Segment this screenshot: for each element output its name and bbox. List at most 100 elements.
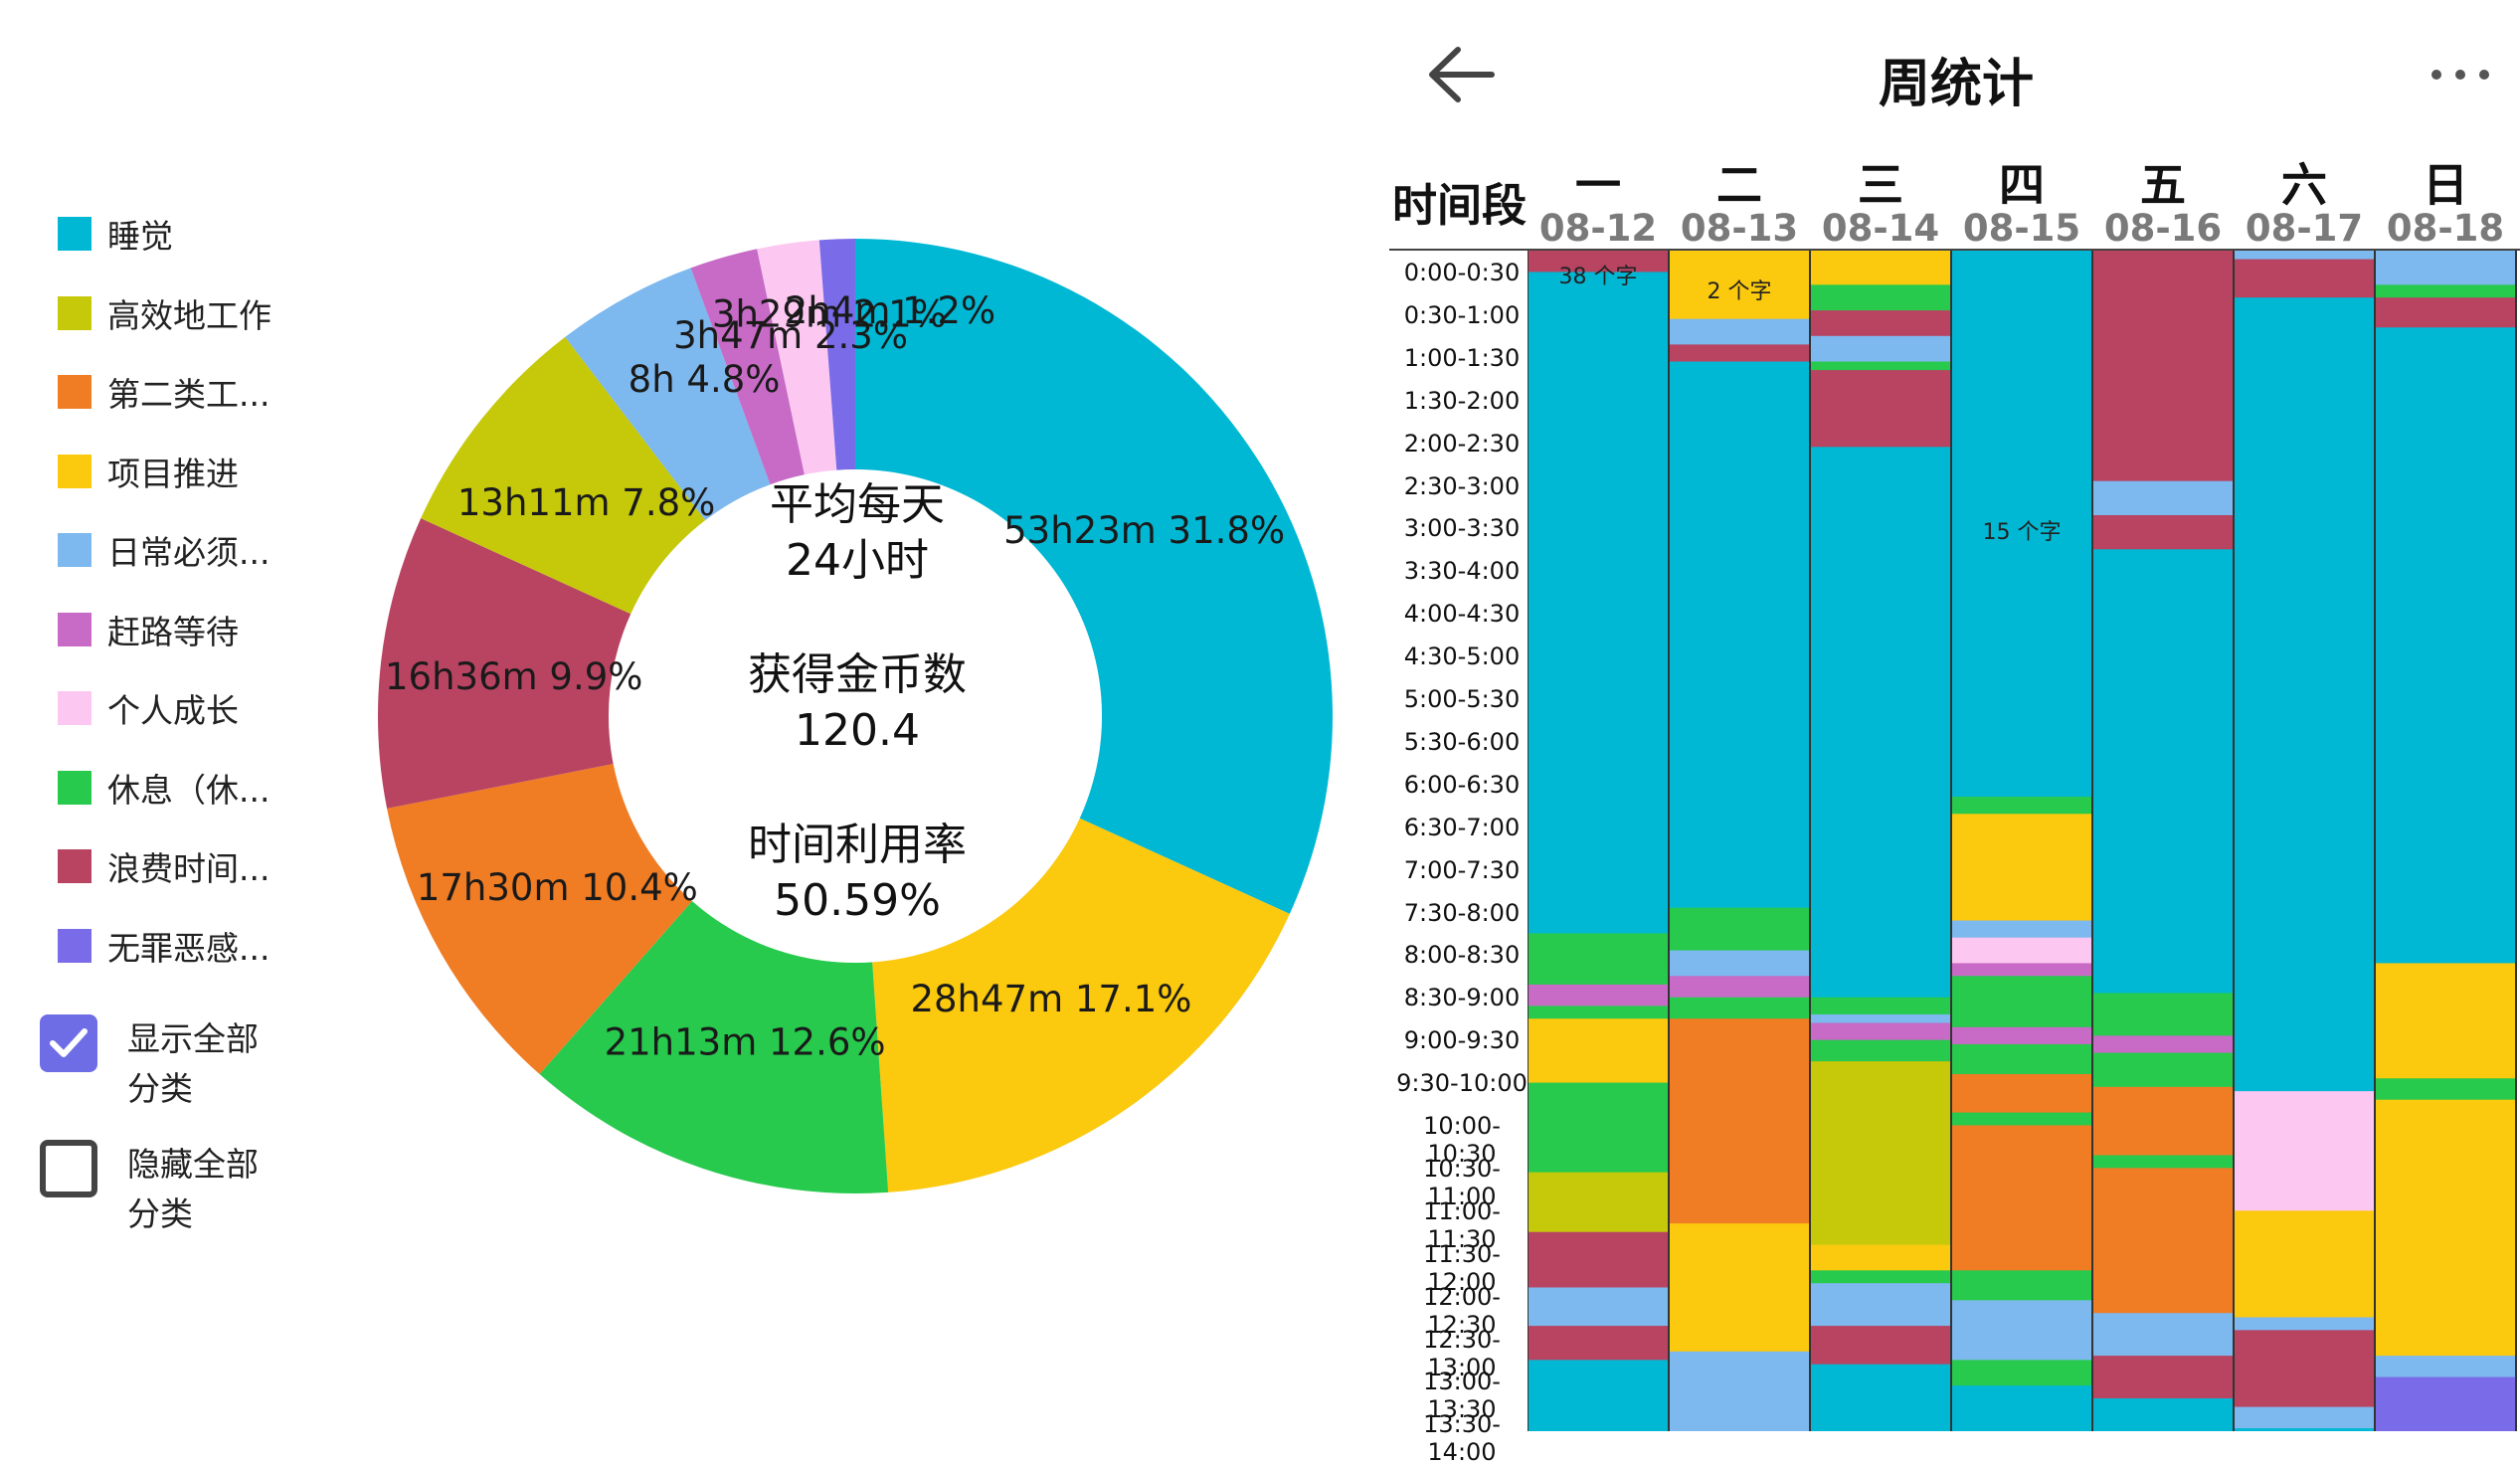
show-all-categories-checkbox[interactable]: 显示全部 分类 [40,1014,286,1114]
schedule-block[interactable] [1669,976,1810,999]
schedule-block[interactable] [1951,1270,2092,1301]
schedule-block[interactable] [1528,1326,1669,1361]
schedule-block[interactable] [2092,1356,2234,1399]
schedule-block[interactable] [2092,549,2234,994]
schedule-block[interactable] [1810,361,1951,371]
schedule-block[interactable] [1810,1283,1951,1327]
schedule-block[interactable] [1669,344,1810,363]
schedule-block[interactable] [1810,997,1951,1015]
schedule-block[interactable] [1528,1287,1669,1327]
schedule-block[interactable] [1810,310,1951,337]
schedule-block[interactable] [1810,1326,1951,1366]
schedule-block[interactable] [2092,1155,2234,1169]
hide-all-categories-checkbox[interactable]: 隐藏全部 分类 [40,1140,286,1239]
schedule-block[interactable] [1810,284,1951,311]
schedule-block[interactable] [2234,1317,2375,1331]
more-options-icon[interactable] [2421,60,2500,90]
schedule-block[interactable] [1951,1360,2092,1386]
schedule-block[interactable] [1669,950,1810,977]
schedule-block[interactable] [1669,361,1810,909]
schedule-block[interactable] [1810,370,1951,448]
schedule-block[interactable] [2375,284,2516,298]
schedule-block[interactable] [2234,259,2375,298]
schedule-block[interactable] [1669,1223,1810,1353]
back-arrow-icon[interactable] [1422,40,1502,109]
schedule-block[interactable] [1810,447,1951,999]
schedule-block[interactable] [1669,1351,1810,1431]
schedule-block[interactable] [1669,997,1810,1019]
schedule-block[interactable] [2375,1078,2516,1101]
day-date: 08-14 [1821,207,1940,250]
schedule-block[interactable] [2092,1052,2234,1088]
schedule-block[interactable] [1810,1022,1951,1041]
schedule-block[interactable] [1951,1026,2092,1045]
schedule-block[interactable] [1810,1364,1951,1431]
schedule-block[interactable] [2375,251,2516,285]
schedule-block[interactable] [2092,1035,2234,1054]
schedule-block[interactable] [2375,1376,2516,1431]
schedule-block[interactable] [1810,1013,1951,1023]
time-slot-label: 5:30-6:00 [1403,727,1521,756]
schedule-block[interactable] [1951,976,2092,1028]
schedule-block[interactable] [2234,1091,2375,1211]
schedule-block[interactable] [2234,1428,2375,1431]
schedule-block[interactable] [1528,251,1669,273]
schedule-block[interactable] [1528,1231,1669,1288]
schedule-block[interactable] [1528,1360,1669,1431]
schedule-block[interactable] [1810,1270,1951,1284]
checkbox-unchecked-icon[interactable] [40,1140,97,1197]
schedule-block[interactable] [1669,318,1810,345]
schedule-block[interactable] [1951,1385,2092,1431]
schedule-block[interactable] [1951,251,2092,798]
donut-slice [757,240,837,475]
schedule-block[interactable] [1951,814,2092,922]
schedule-block[interactable] [1951,1112,2092,1126]
schedule-block[interactable] [2092,1086,2234,1156]
schedule-block[interactable] [2375,1099,2516,1357]
schedule-block[interactable] [1951,1073,2092,1114]
schedule-block[interactable] [1951,1300,2092,1361]
schedule-block[interactable] [2375,297,2516,328]
schedule-block[interactable] [2092,993,2234,1036]
schedule-block[interactable] [1810,1061,1951,1246]
schedule-block[interactable] [1669,251,1810,320]
schedule-block[interactable] [1810,1039,1951,1062]
schedule-block[interactable] [2234,1330,2375,1408]
schedule-block[interactable] [1669,1018,1810,1224]
schedule-block[interactable] [1951,937,2092,964]
schedule-block[interactable] [1669,907,1810,952]
schedule-block[interactable] [2092,1313,2234,1357]
schedule-block[interactable] [1528,933,1669,986]
schedule-block[interactable] [2092,514,2234,550]
schedule-block[interactable] [1810,1244,1951,1271]
schedule-block[interactable] [2375,1356,2516,1378]
schedule-block[interactable] [2092,251,2234,482]
schedule-block[interactable] [1951,920,2092,939]
schedule-block[interactable] [2092,480,2234,516]
legend-swatch [58,612,91,646]
schedule-block[interactable] [2375,327,2516,964]
schedule-block[interactable] [1951,797,2092,815]
schedule-block[interactable] [2375,963,2516,1079]
schedule-block[interactable] [2092,1398,2234,1431]
legend-label: 项目推进 [107,454,239,493]
schedule-block[interactable] [1528,1018,1669,1084]
slice-label: 53h23m 31.8% [1003,509,1285,552]
schedule-block[interactable] [1951,1125,2092,1271]
schedule-block[interactable] [2234,1210,2375,1318]
schedule-block[interactable] [2092,1168,2234,1314]
schedule-block[interactable] [1810,335,1951,363]
schedule-block[interactable] [1528,984,1669,1007]
schedule-block[interactable] [1528,1006,1669,1019]
cell-note: 15 个字 [1982,520,2062,546]
schedule-block[interactable] [1951,1043,2092,1075]
schedule-block[interactable] [1528,272,1669,934]
schedule-block[interactable] [2234,251,2375,261]
schedule-block[interactable] [1528,1082,1669,1174]
schedule-block[interactable] [2234,1406,2375,1429]
schedule-block[interactable] [1528,1172,1669,1233]
schedule-block[interactable] [1951,963,2092,977]
schedule-block[interactable] [2234,297,2375,1092]
schedule-block[interactable] [1810,251,1951,285]
checkbox-checked-icon[interactable] [40,1014,97,1072]
